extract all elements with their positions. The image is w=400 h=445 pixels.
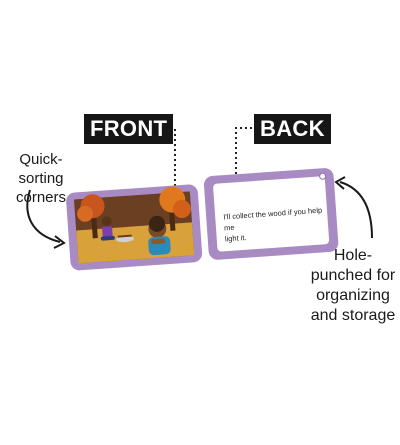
left-callout: Quick-sorting corners [0,150,82,207]
back-card [203,168,339,260]
front-label: FRONT [84,114,174,144]
right-callout: Hole- punched for organizing and storage [306,246,400,326]
left-callout-line-1: Quick-sorting [18,151,64,187]
back-label: BACK [254,114,331,144]
right-callout-line-2: punched for [310,267,396,284]
left-callout-line-2: corners [15,189,67,206]
back-leader-line [235,127,252,188]
right-callout-line-3: organizing [316,287,390,304]
right-callout-line-4: and storage [310,307,396,324]
right-callout-arrow [334,176,373,239]
front-card [66,184,203,271]
left-callout-arrow [26,189,66,249]
card-back-text: I'll collect the wood if you help me lig… [223,205,325,245]
right-callout-line-1: Hole- [333,247,373,264]
